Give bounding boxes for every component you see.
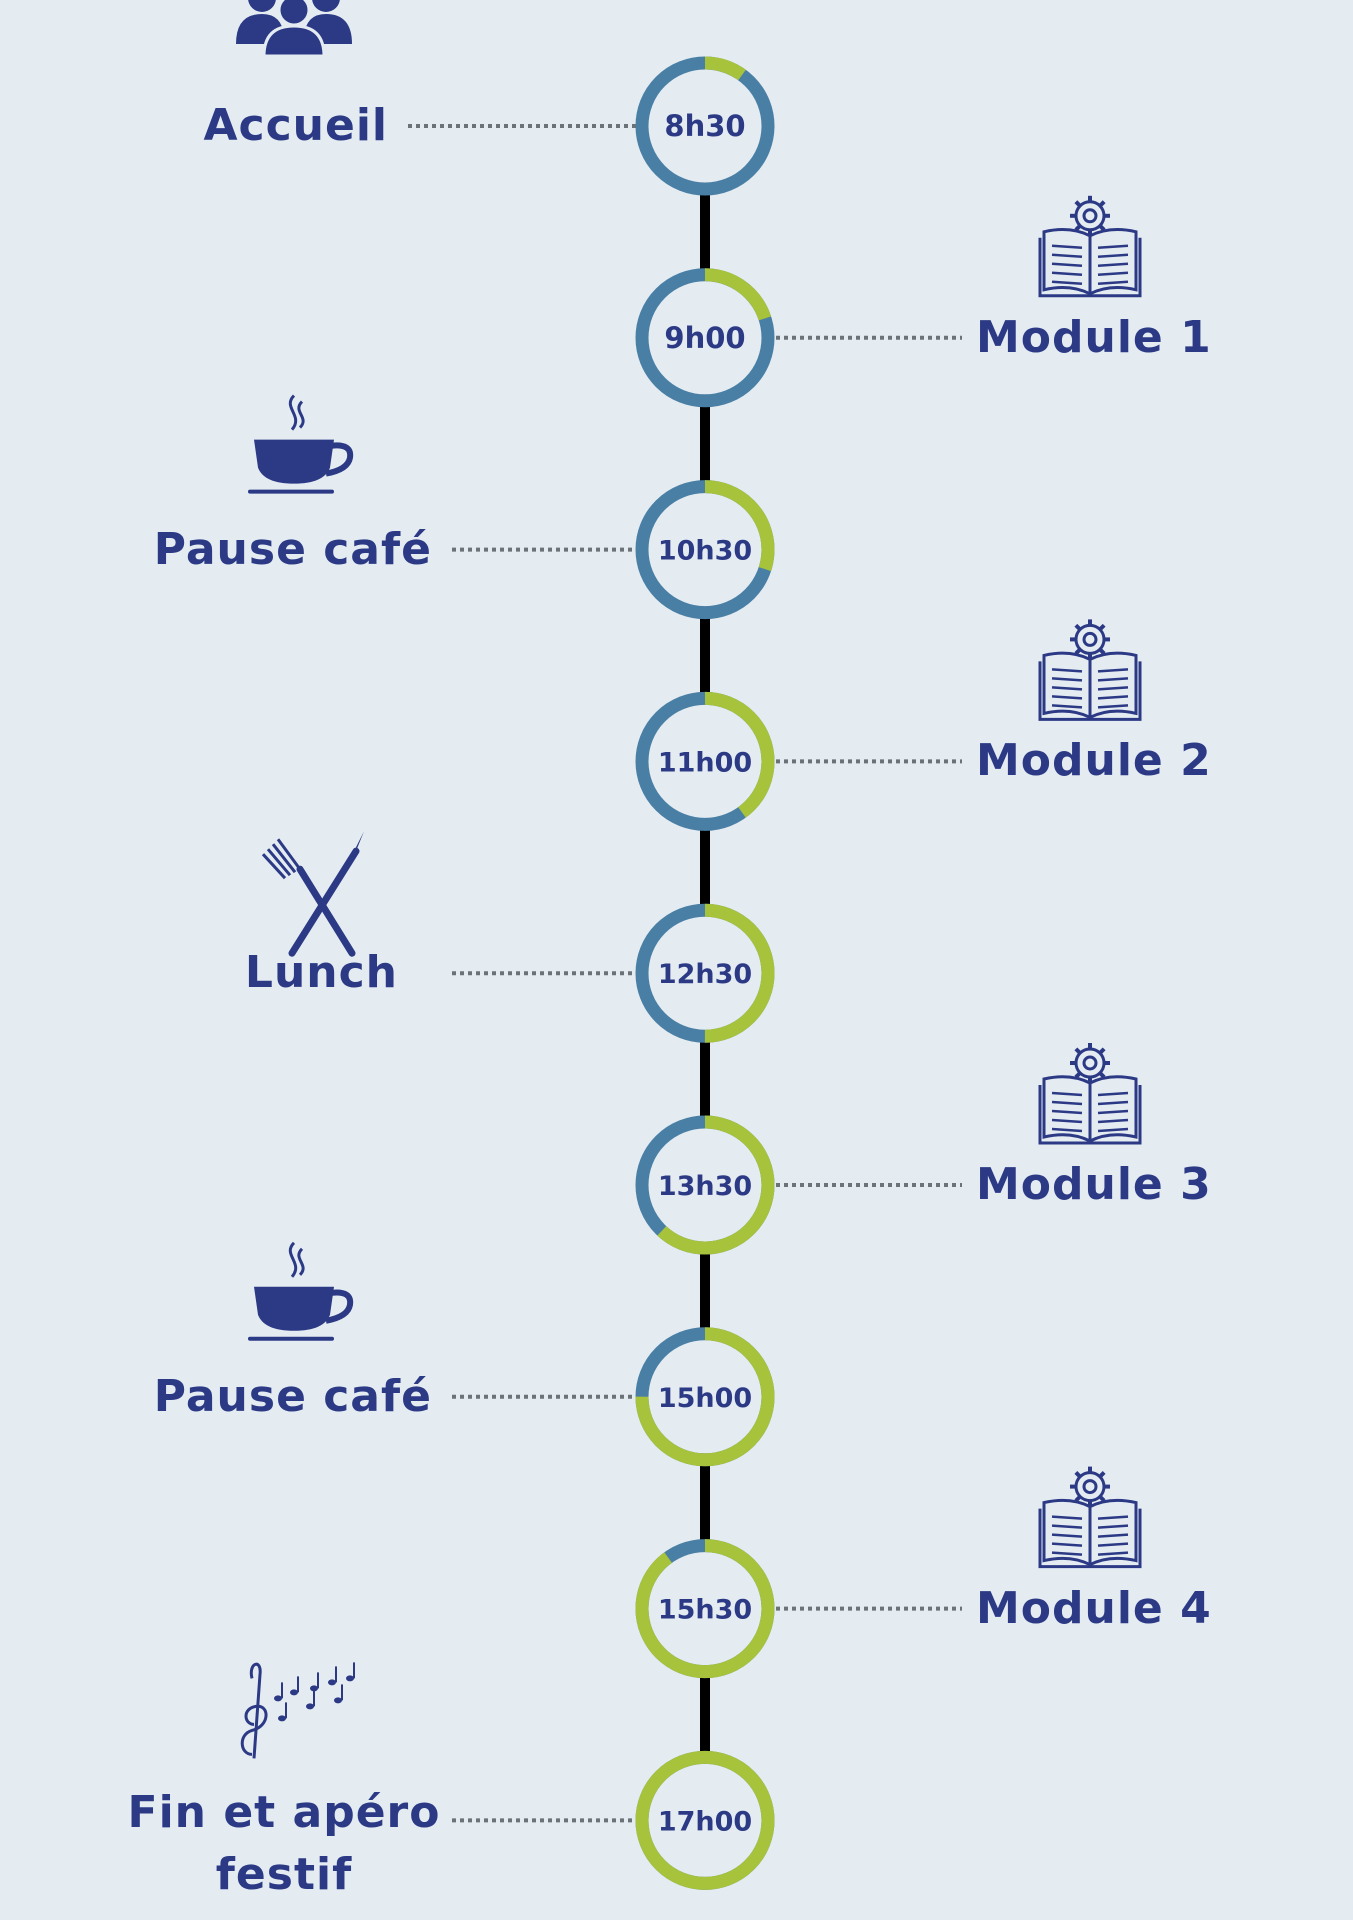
time-label: 15h00 — [658, 1383, 752, 1414]
ring-progress — [635, 903, 775, 1043]
book-gear-icon — [1038, 619, 1142, 721]
time-ring: 13h30 — [635, 1115, 775, 1255]
time-label: 15h30 — [658, 1595, 752, 1626]
timeline-label: Module 4 — [976, 1582, 1212, 1634]
timeline-label: Accueil — [203, 100, 388, 151]
ring-progress — [635, 1750, 775, 1890]
book-gear-icon — [1038, 1466, 1142, 1569]
timeline-label: Module 3 — [976, 1159, 1212, 1210]
time-ring: 15h00 — [635, 1327, 775, 1467]
ring-progress — [635, 1115, 775, 1255]
timeline-label: Fin et apéro festif — [127, 1787, 441, 1901]
ring-progress — [635, 480, 775, 620]
music-notes-icon — [240, 1662, 355, 1759]
time-label: 17h00 — [658, 1806, 752, 1837]
timeline-label: Lunch — [244, 947, 398, 999]
timeline-label: Module 2 — [976, 735, 1212, 787]
timeline-label: Pause café — [153, 523, 432, 575]
time-ring: 12h30 — [635, 903, 775, 1043]
fork-knife-icon — [261, 831, 364, 957]
time-ring: 8h30 — [635, 56, 775, 196]
ring-progress — [635, 1327, 775, 1467]
book-gear-icon — [1038, 1043, 1142, 1145]
coffee-cup-icon — [248, 394, 354, 494]
ring-progress — [635, 691, 775, 831]
time-label: 13h30 — [658, 1171, 752, 1202]
time-ring: 11h00 — [635, 691, 775, 831]
ring-progress — [635, 1539, 775, 1679]
ring-progress — [635, 268, 775, 408]
time-label: 10h30 — [658, 536, 752, 567]
timeline-label: Module 1 — [976, 311, 1212, 363]
time-ring: 17h00 — [635, 1750, 775, 1890]
people-group-icon — [236, 0, 352, 58]
time-label: 9h00 — [664, 321, 745, 355]
time-label: 12h30 — [658, 959, 752, 990]
time-label: 8h30 — [664, 109, 745, 143]
time-ring: 9h00 — [635, 268, 775, 408]
book-gear-icon — [1038, 195, 1142, 298]
time-ring: 15h30 — [635, 1539, 775, 1679]
timeline-label: Pause café — [153, 1370, 432, 1422]
time-label: 11h00 — [658, 747, 752, 778]
coffee-cup-icon — [248, 1241, 354, 1341]
ring-progress — [635, 56, 775, 196]
time-ring: 10h30 — [635, 480, 775, 620]
